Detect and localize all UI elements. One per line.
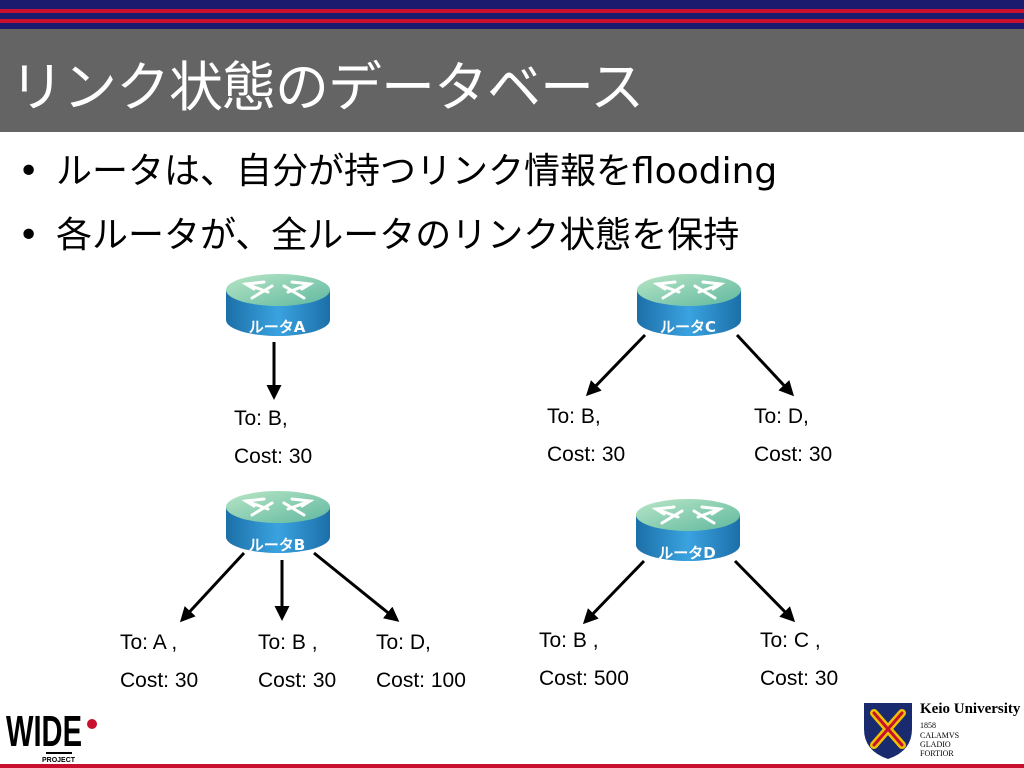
keio-motto-line: GLADIO (920, 740, 951, 749)
link-to: To: C , (760, 629, 821, 652)
link-cost: Cost: 30 (120, 669, 199, 692)
header-stripes (0, 0, 1024, 29)
link-entry-b-b: To: B , Cost: 30 (258, 624, 336, 700)
bullet-text: ルータは、自分が持つリンク情報をflooding (56, 151, 778, 192)
bullet-list: • ルータは、自分が持つリンク情報をflooding • 各ルータが、全ルータのリン… (18, 142, 777, 270)
keio-motto-line: CALAMVS (920, 731, 960, 740)
bullet-dot-icon: • (18, 151, 40, 192)
slide-title: リンク状態のデータベース (10, 56, 644, 119)
link-entry-c-d: To: D, Cost: 30 (754, 398, 832, 474)
link-cost: Cost: 100 (376, 669, 466, 692)
keio-motto-line: FORTIOR (920, 749, 954, 758)
wide-project-logo: WIDE PROJECT (6, 707, 97, 764)
bullet-item: • ルータは、自分が持つリンク情報をflooding (18, 142, 777, 206)
link-to: To: B, (547, 405, 601, 428)
link-to: To: D, (754, 405, 809, 428)
bullet-item: • 各ルータが、全ルータのリンク状態を保持 (18, 206, 777, 270)
footer-line (0, 764, 1024, 768)
link-entry-a-b: To: B, Cost: 30 (234, 400, 312, 476)
router-d-label: ルータD (658, 544, 715, 562)
router-a-label: ルータA (249, 318, 306, 336)
link-to: To: B , (258, 631, 318, 654)
link-entry-b-d: To: D, Cost: 100 (376, 624, 466, 700)
keio-year: 1858 (920, 721, 936, 730)
keio-university-logo: Keio University 1858 CALAMVS GLADIO FORT… (858, 697, 1024, 763)
wide-logo-dot-icon (87, 719, 97, 729)
link-cost: Cost: 30 (547, 443, 626, 466)
link-cost: Cost: 30 (258, 669, 337, 692)
link-cost: Cost: 30 (760, 667, 839, 690)
bullet-text: 各ルータが、全ルータのリンク状態を保持 (56, 215, 740, 256)
title-bar: リンク状態のデータベース (0, 29, 1024, 132)
link-entry-d-c: To: C , Cost: 30 (760, 622, 838, 698)
link-to: To: B, (234, 407, 288, 430)
link-cost: Cost: 30 (754, 443, 833, 466)
link-entry-d-b: To: B , Cost: 500 (539, 622, 629, 698)
link-cost: Cost: 30 (234, 445, 313, 468)
keio-crest-icon (864, 703, 912, 759)
keio-name: Keio University (920, 701, 1021, 717)
link-to: To: B , (539, 629, 599, 652)
wide-logo-text: WIDE (6, 707, 82, 756)
link-to: To: D, (376, 631, 431, 654)
link-entry-b-a: To: A , Cost: 30 (120, 624, 198, 700)
bullet-dot-icon: • (18, 215, 40, 256)
router-b-label: ルータB (249, 536, 305, 554)
router-c-label: ルータC (660, 318, 716, 336)
link-cost: Cost: 500 (539, 667, 629, 690)
wide-logo-subtext: PROJECT (42, 757, 76, 764)
link-entry-c-b: To: B, Cost: 30 (547, 398, 625, 474)
link-to: To: A , (120, 631, 178, 654)
